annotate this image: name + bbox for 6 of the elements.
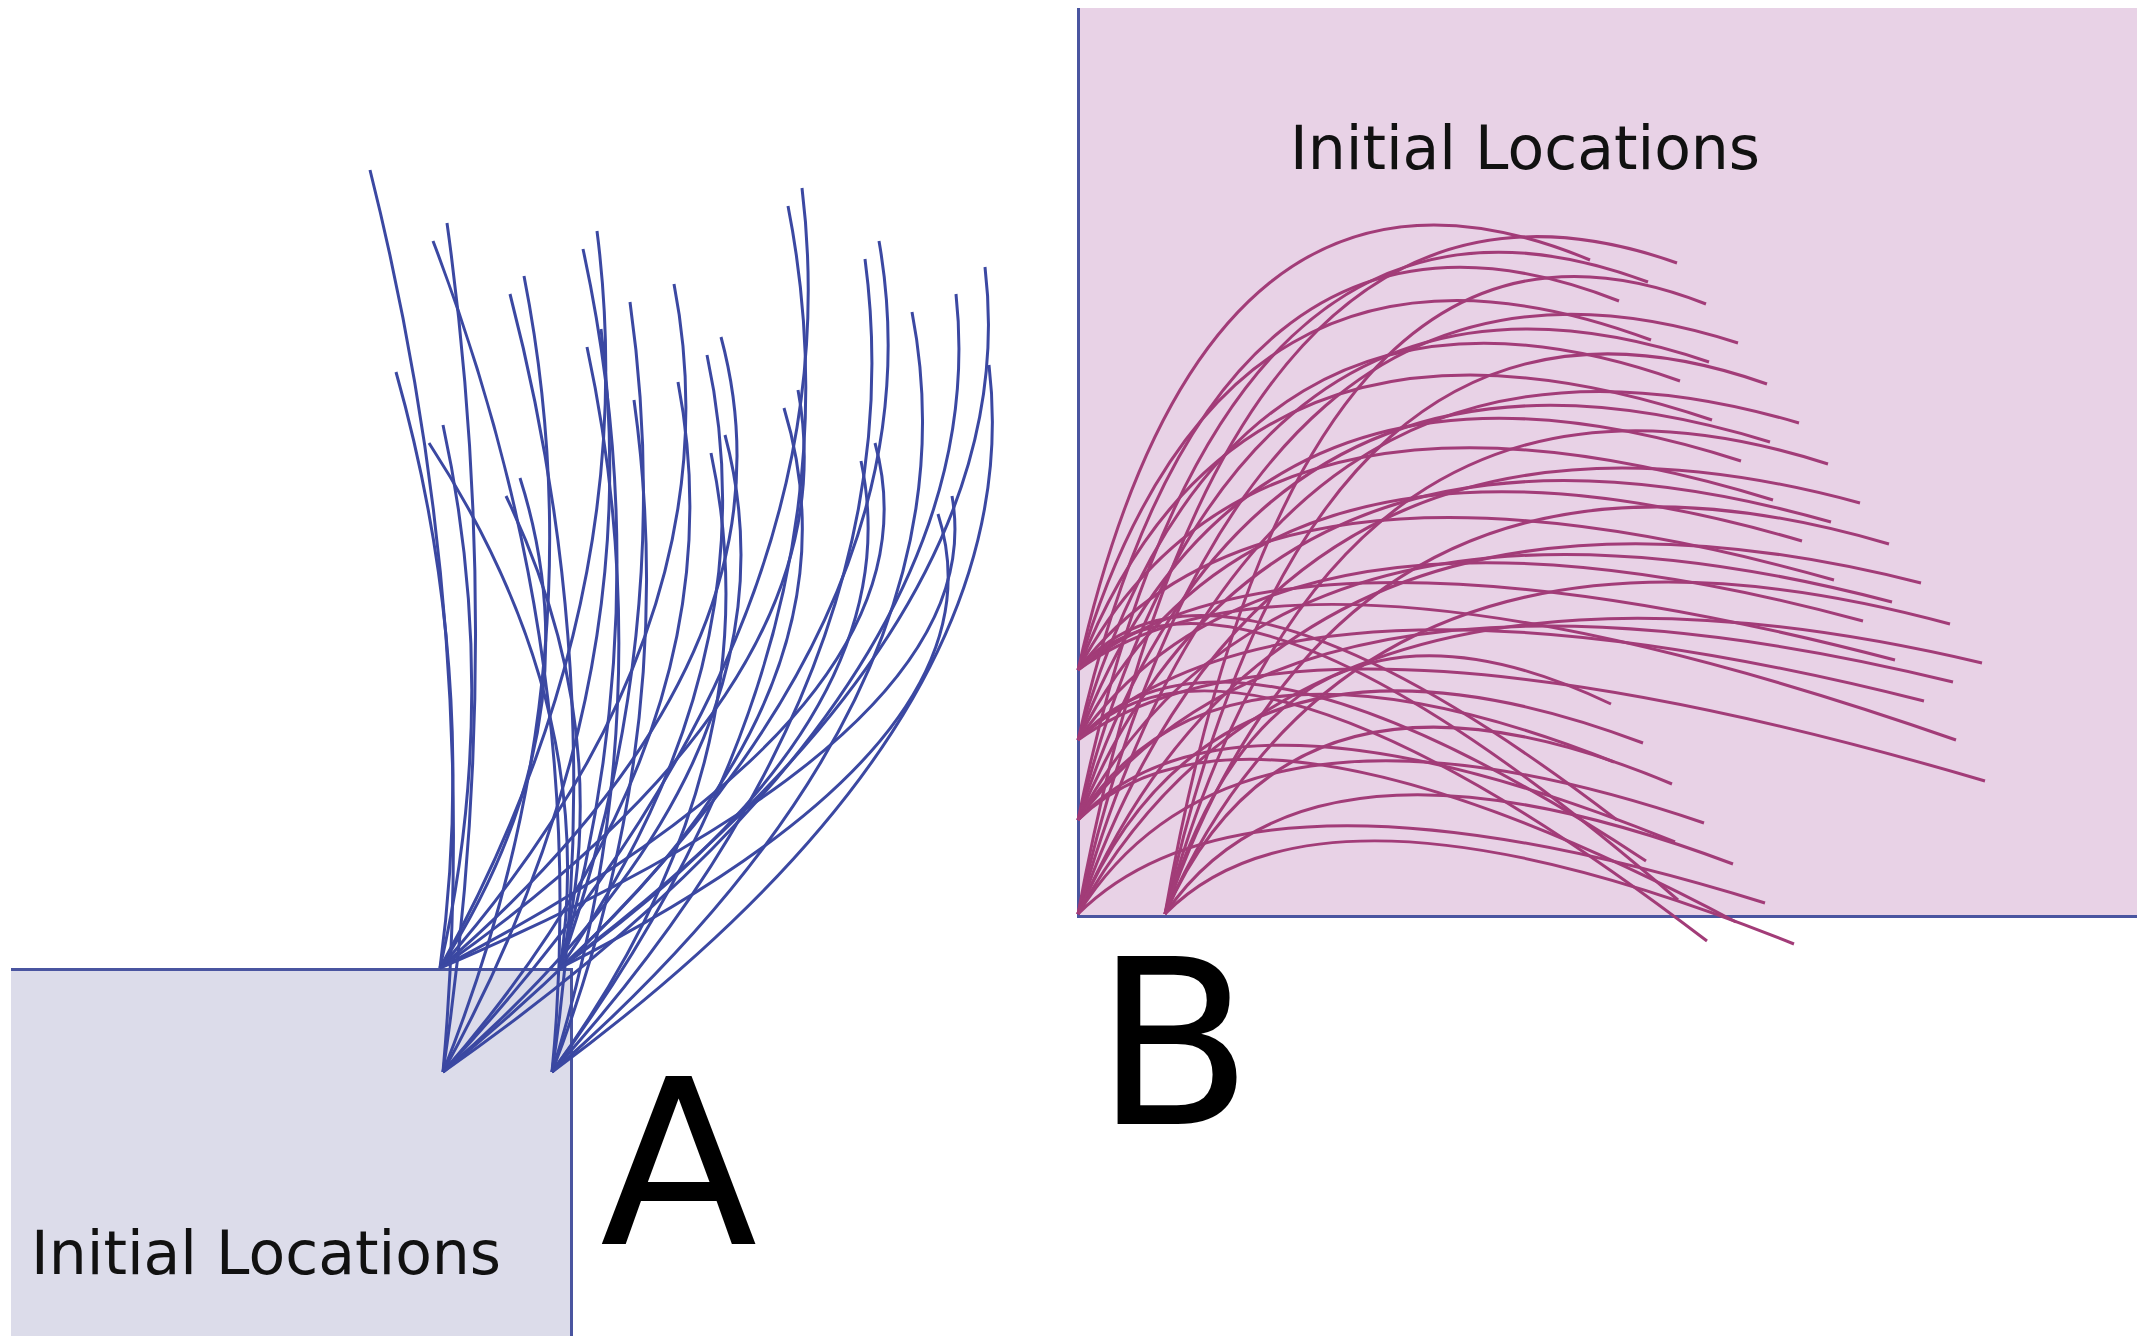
panel-letter: A <box>600 1050 758 1280</box>
region-label: Initial Locations <box>31 1218 502 1288</box>
region-box <box>1077 8 2137 918</box>
region-box <box>11 968 573 1336</box>
panel-letter: B <box>1095 930 1253 1160</box>
region-label: Initial Locations <box>1290 113 1761 183</box>
